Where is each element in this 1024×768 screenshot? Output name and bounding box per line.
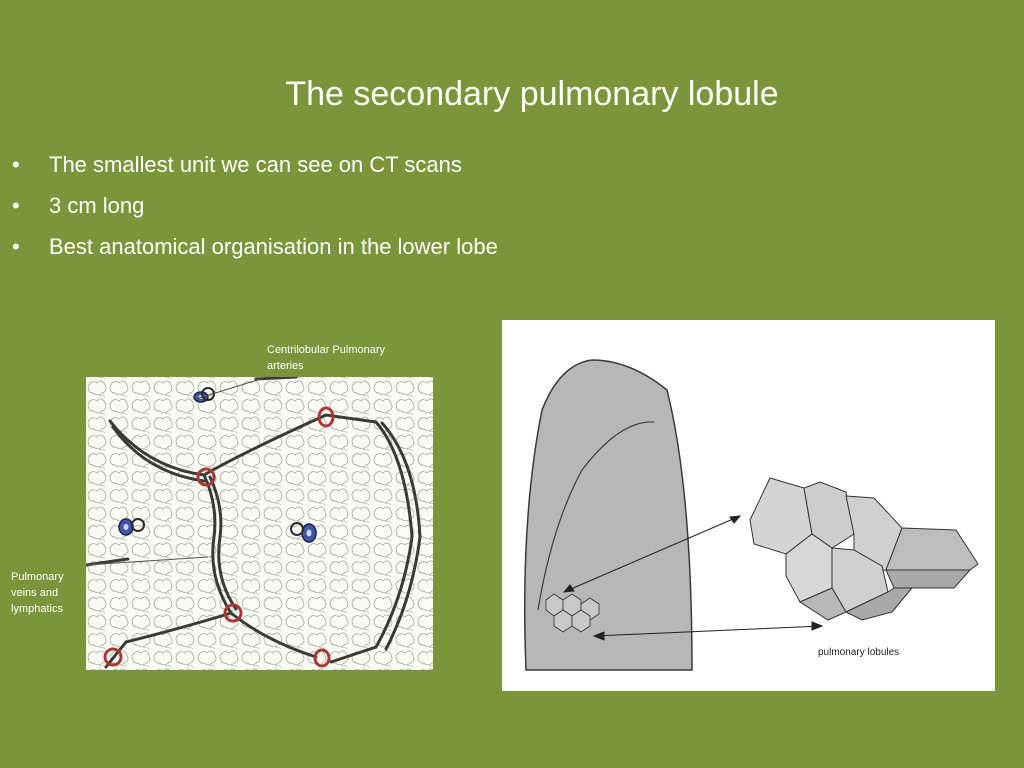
bullet-glyph: •: [12, 152, 20, 177]
pulmonary-veins-label: Pulmonary veins and lymphatics: [11, 569, 64, 617]
bullet-item: • The smallest unit we can see on CT scan…: [12, 144, 498, 185]
bullet-item: • 3 cm long: [12, 185, 498, 226]
bullet-list: • The smallest unit we can see on CT scan…: [12, 144, 498, 267]
slide-title: The secondary pulmonary lobule: [285, 75, 779, 113]
label-line: lymphatics: [11, 603, 63, 615]
label-line: arteries: [267, 360, 304, 372]
bullet-glyph: •: [12, 234, 20, 259]
lung-lobules-figure: pulmonary lobules: [502, 320, 995, 691]
bullet-text: Best anatomical organisation in the lowe…: [49, 234, 498, 259]
label-line: Pulmonary: [11, 571, 64, 583]
centrilobular-arteries-label: Centrilobular Pulmonary arteries: [267, 342, 385, 374]
lobule-histology-drawing: [86, 377, 433, 670]
bullet-text: The smallest unit we can see on CT scans: [49, 152, 462, 177]
bullet-item: • Best anatomical organisation in the low…: [12, 226, 498, 267]
bullet-glyph: •: [12, 193, 20, 218]
pulmonary-lobules-caption: pulmonary lobules: [818, 647, 899, 658]
bullet-text: 3 cm long: [49, 193, 145, 218]
lung-lobules-drawing: pulmonary lobules: [523, 359, 979, 671]
label-line: veins and: [11, 587, 59, 599]
label-line: Centrilobular Pulmonary: [267, 344, 385, 356]
lobule-histology-figure: [86, 377, 433, 670]
